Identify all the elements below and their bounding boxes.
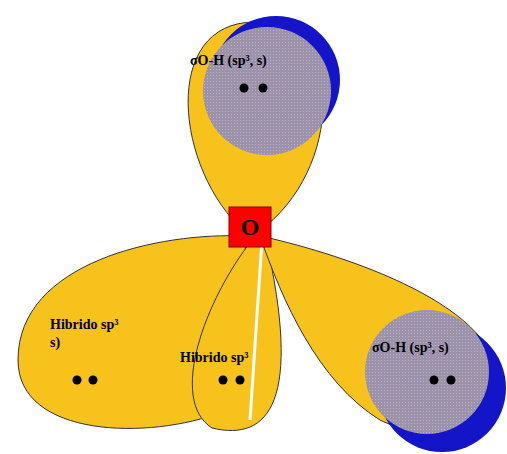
bond-label-circle: σO-H (sp³, s) (372, 339, 497, 357)
node-label: σO-H (sp³, s) (372, 339, 497, 357)
electron-pairs (73, 84, 456, 385)
node-label: Hibrido sp³ (180, 349, 290, 367)
oxygen-atom: O (229, 207, 271, 247)
node-label: σO-H (sp³, s) (190, 52, 350, 70)
hybrid-lobe: Hibrido sp³ (180, 349, 290, 367)
oxygen-square (229, 207, 271, 247)
node-label: O (229, 207, 271, 247)
node-label: Hibrido sp³ s) (50, 316, 125, 351)
overlap-circle (365, 310, 489, 434)
middle-lobe (192, 240, 281, 431)
overlap-circle (203, 27, 331, 155)
bond-label-circle: σO-H (sp³, s) (190, 52, 350, 70)
lobe-gap (250, 240, 262, 420)
hybrid-lobe: Hibrido sp³ s) (50, 316, 125, 351)
